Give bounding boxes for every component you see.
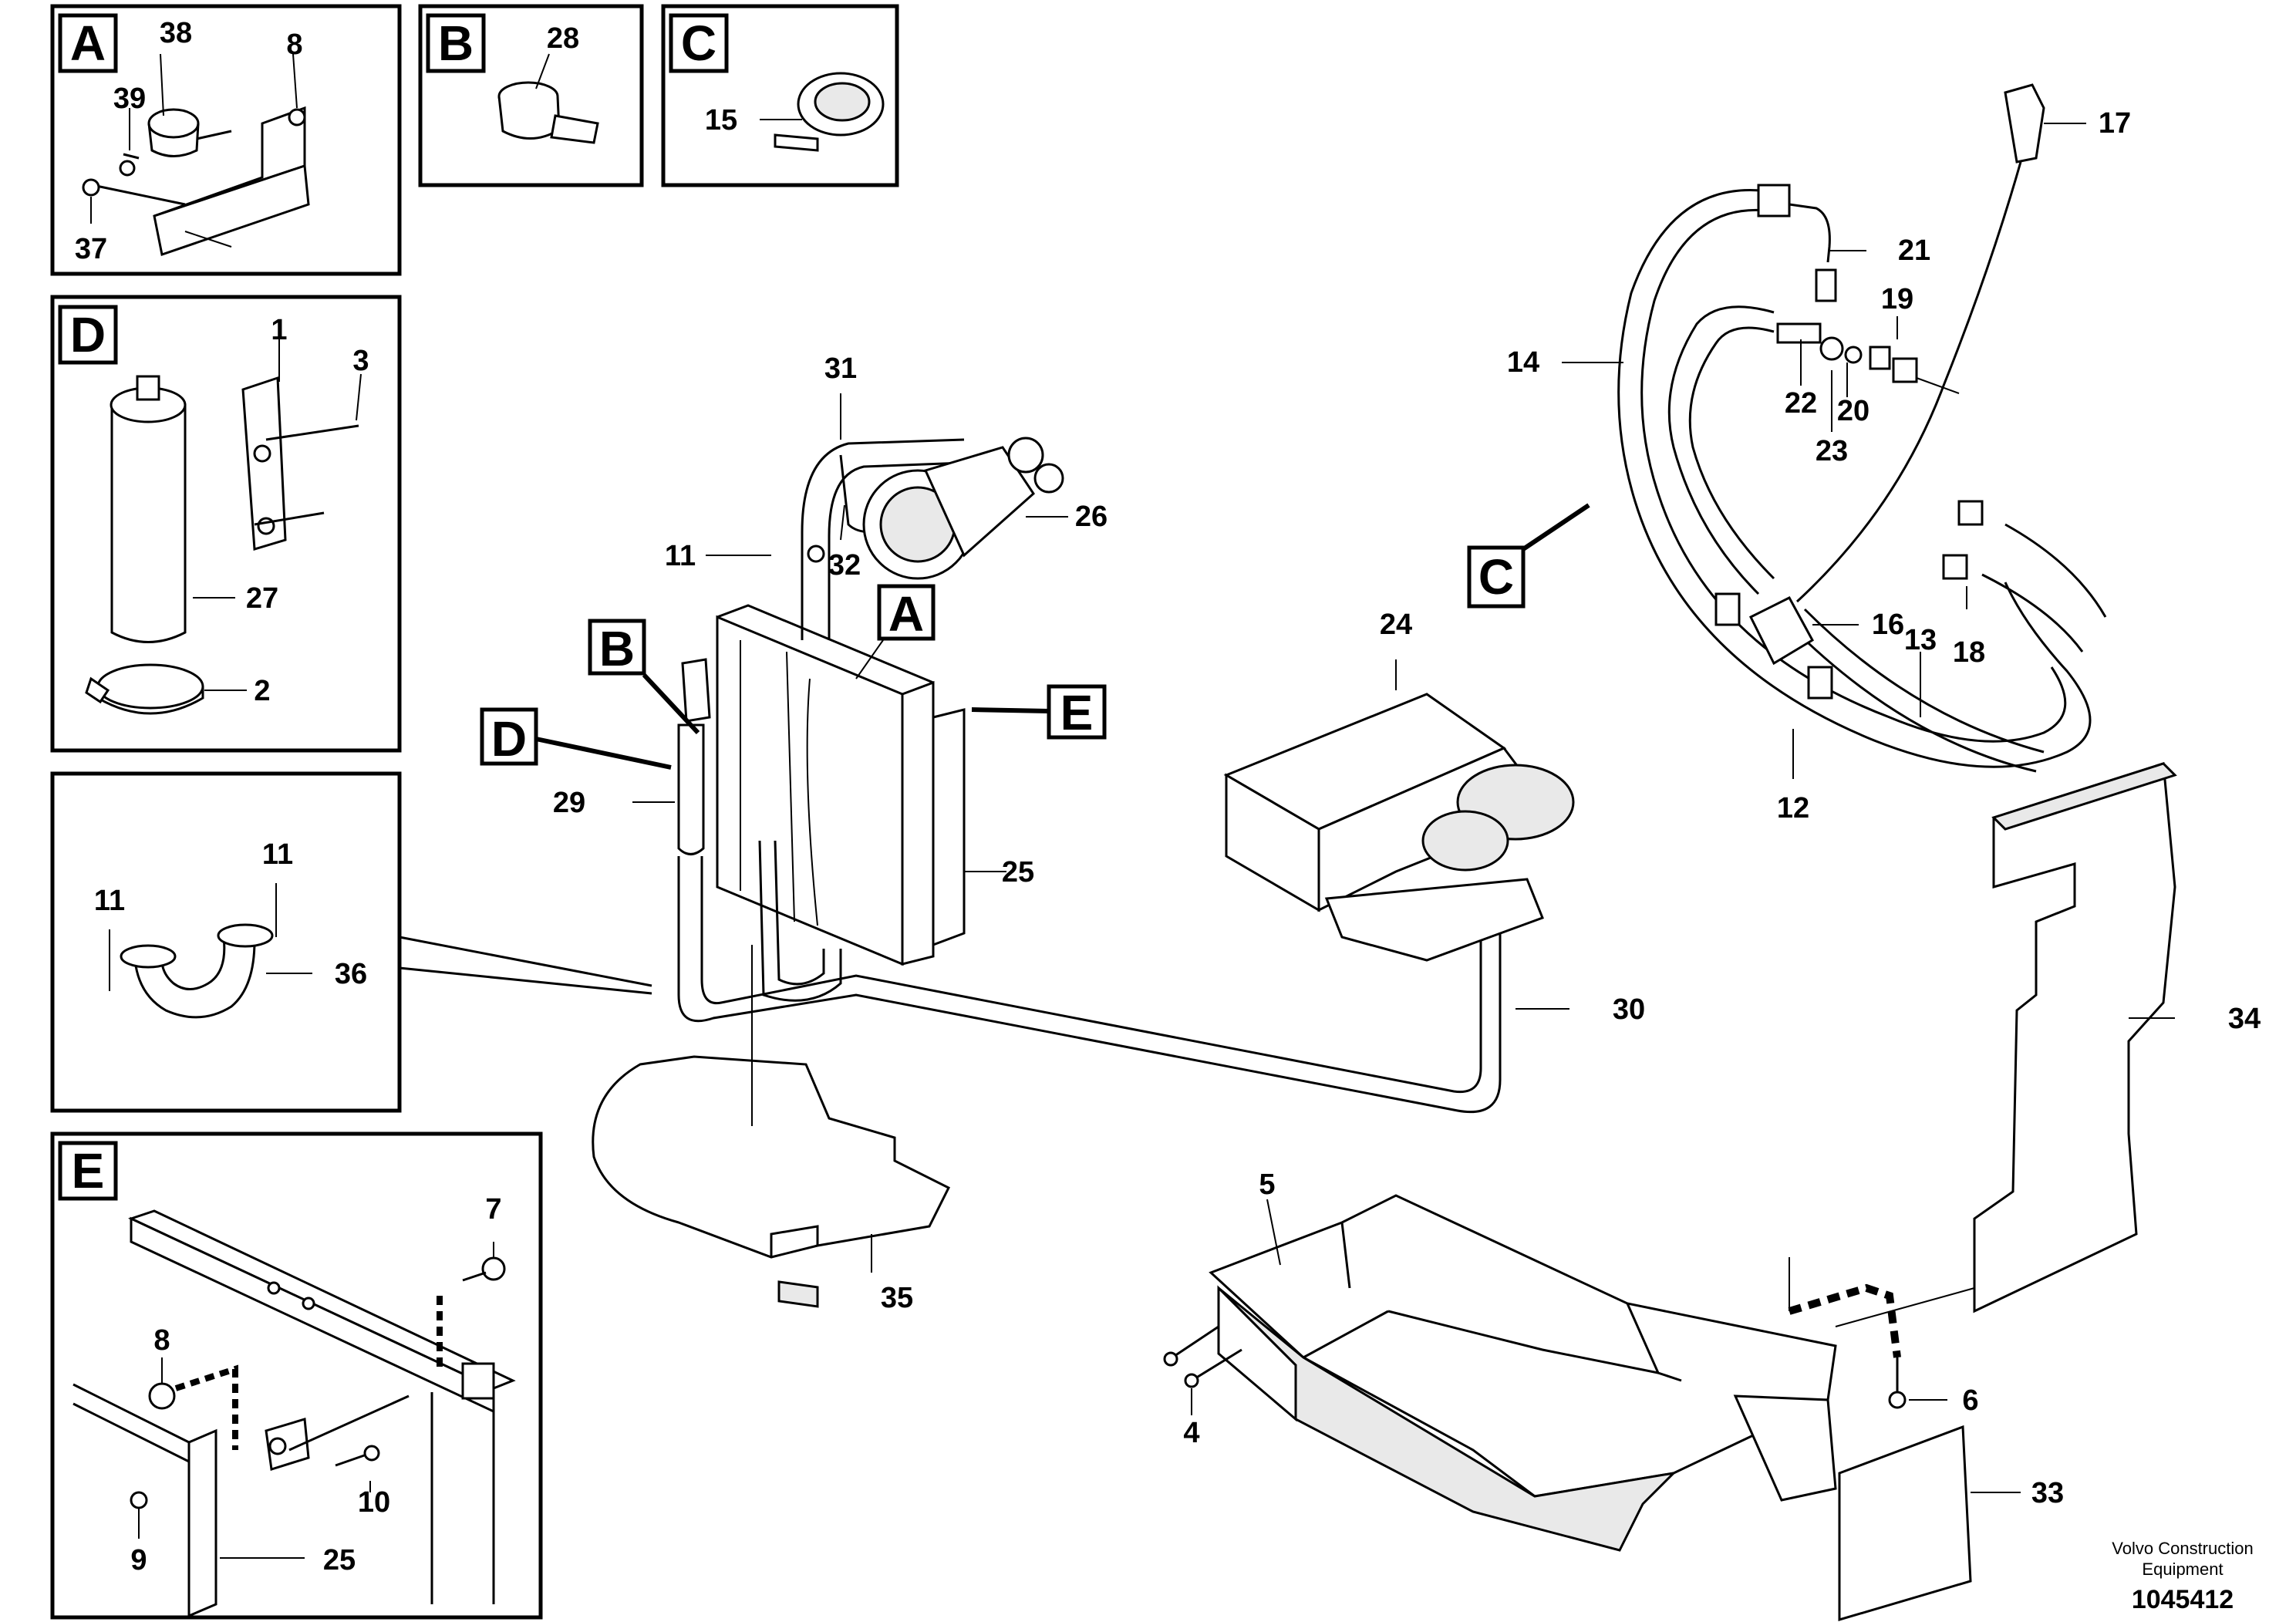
hose-label-11b: 11 bbox=[262, 838, 293, 871]
label-e-10: 10 bbox=[358, 1486, 390, 1519]
part-labels: 31 26 11 32 29 25 24 30 35 17 21 19 14 2… bbox=[553, 107, 2261, 1509]
clamp-38 bbox=[147, 108, 200, 139]
condenser-25 bbox=[632, 604, 1006, 966]
inset-e-letter: E bbox=[72, 1143, 105, 1199]
label-37: 37 bbox=[75, 233, 107, 265]
pipe-30-routing bbox=[677, 840, 1569, 1114]
label-38: 38 bbox=[160, 17, 192, 49]
label-23: 23 bbox=[1816, 435, 1848, 467]
label-21: 21 bbox=[1898, 234, 1930, 267]
label-33: 33 bbox=[2031, 1477, 2064, 1509]
label-e-7: 7 bbox=[485, 1193, 501, 1226]
label-36: 36 bbox=[335, 958, 367, 990]
label-e-9: 9 bbox=[130, 1544, 147, 1576]
label-8: 8 bbox=[286, 29, 302, 61]
label-e-8: 8 bbox=[153, 1324, 170, 1357]
label-e-25: 25 bbox=[323, 1544, 356, 1576]
label-39: 39 bbox=[113, 83, 146, 115]
label-17: 17 bbox=[2099, 107, 2131, 140]
label-11: 11 bbox=[665, 540, 696, 572]
label-16: 16 bbox=[1872, 609, 1904, 641]
panel-34 bbox=[1973, 762, 2177, 1313]
receiver-drier-27 bbox=[110, 403, 187, 643]
footer: Volvo Construction Equipment 1045412 bbox=[2112, 1539, 2253, 1614]
label-6: 6 bbox=[1962, 1384, 1978, 1417]
label-26: 26 bbox=[1075, 501, 1108, 533]
inset-d: D 1 3 27 2 bbox=[50, 295, 402, 753]
inset-b-letter: B bbox=[438, 15, 474, 71]
inset-a: A 38 8 39 37 bbox=[50, 4, 402, 276]
inset-d-letter: D bbox=[70, 307, 106, 363]
label-32: 32 bbox=[828, 549, 861, 582]
callout-d: D bbox=[491, 711, 527, 767]
inset-b: B 28 bbox=[418, 4, 644, 187]
label-24: 24 bbox=[1380, 609, 1412, 641]
drawing-number: 1045412 bbox=[2132, 1585, 2234, 1614]
label-15: 15 bbox=[705, 104, 737, 137]
label-28: 28 bbox=[547, 22, 579, 55]
hose-label-11a: 11 bbox=[94, 885, 125, 917]
label-19: 19 bbox=[1881, 283, 1913, 315]
label-25: 25 bbox=[1002, 856, 1034, 889]
label-35: 35 bbox=[881, 1282, 913, 1314]
footer-company-line1: Volvo Construction bbox=[2112, 1539, 2253, 1558]
inset-c: C 15 bbox=[661, 4, 899, 187]
label-1: 1 bbox=[271, 314, 287, 346]
bracket-base bbox=[153, 164, 310, 256]
panel-35 bbox=[592, 945, 951, 1308]
hose-set bbox=[1562, 83, 2107, 779]
inset-a-letter: A bbox=[70, 15, 106, 71]
label-22: 22 bbox=[1785, 387, 1817, 420]
label-18: 18 bbox=[1953, 636, 1985, 669]
label-5: 5 bbox=[1259, 1168, 1275, 1201]
label-14: 14 bbox=[1507, 346, 1539, 379]
bracket-1 bbox=[241, 376, 287, 551]
callout-a: A bbox=[888, 586, 924, 642]
label-20: 20 bbox=[1837, 395, 1870, 427]
callout-boxes: A B C D E bbox=[480, 503, 1590, 770]
label-29: 29 bbox=[553, 787, 585, 819]
label-13: 13 bbox=[1904, 624, 1937, 656]
pad-33 bbox=[1838, 1425, 2021, 1622]
label-34: 34 bbox=[2228, 1003, 2261, 1035]
label-27: 27 bbox=[246, 582, 278, 615]
callout-c: C bbox=[1478, 549, 1514, 605]
label-3: 3 bbox=[352, 345, 369, 377]
label-12: 12 bbox=[1777, 792, 1809, 824]
label-30: 30 bbox=[1613, 993, 1645, 1026]
callout-e: E bbox=[1060, 685, 1094, 740]
label-4: 4 bbox=[1183, 1417, 1199, 1449]
clamp-2 bbox=[96, 663, 204, 710]
label-2: 2 bbox=[254, 675, 270, 707]
floor-tray-5 bbox=[1163, 1194, 1975, 1552]
inset-c-letter: C bbox=[681, 15, 716, 71]
inset-e: E 7 8 10 9 25 bbox=[50, 1131, 543, 1620]
compressor-assembly bbox=[706, 393, 1068, 640]
evaporator-24 bbox=[1223, 659, 1575, 962]
inset-hose: 11 11 36 bbox=[50, 771, 652, 1113]
footer-company-line2: Equipment bbox=[2142, 1560, 2223, 1579]
label-31: 31 bbox=[824, 352, 857, 385]
callout-b: B bbox=[599, 621, 635, 676]
